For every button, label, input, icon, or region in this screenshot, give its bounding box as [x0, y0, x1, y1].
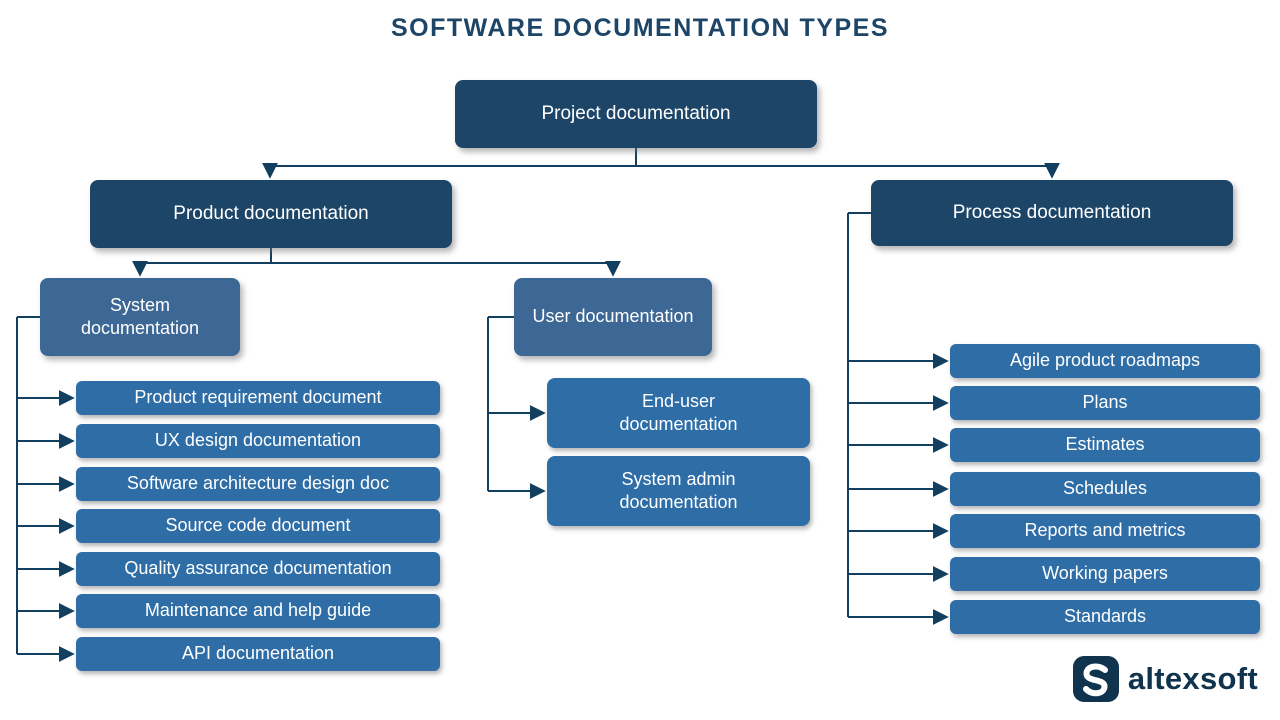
node-api-documentation: API documentation [76, 637, 440, 671]
node-product-requirement-document: Product requirement document [76, 381, 440, 415]
altexsoft-logo-icon [1072, 656, 1119, 702]
node-process-documentation: Process documentation [871, 180, 1233, 246]
node-product-documentation: Product documentation [90, 180, 452, 248]
node-source-code-document: Source code document [76, 509, 440, 543]
node-ux-design-documentation: UX design documentation [76, 424, 440, 458]
node-maintenance-and-help-guide: Maintenance and help guide [76, 594, 440, 628]
node-end-user-documentation: End-user documentation [547, 378, 810, 448]
node-system-documentation: System documentation [40, 278, 240, 356]
connector-process-to-children [847, 212, 949, 625]
node-user-documentation: User documentation [514, 278, 712, 356]
altexsoft-logo: altexsoft [1072, 656, 1258, 702]
connector-product-to-children [132, 248, 621, 277]
altexsoft-logo-text: altexsoft [1127, 661, 1258, 696]
connector-system-to-children [16, 316, 75, 662]
node-standards: Standards [950, 600, 1260, 634]
node-plans: Plans [950, 386, 1260, 420]
node-system-admin-documentation: System admin documentation [547, 456, 810, 526]
connector-project-to-children [262, 148, 1060, 179]
node-working-papers: Working papers [950, 557, 1260, 591]
node-agile-product-roadmaps: Agile product roadmaps [950, 344, 1260, 378]
node-software-architecture-design-doc: Software architecture design doc [76, 467, 440, 501]
node-quality-assurance-documentation: Quality assurance documentation [76, 552, 440, 586]
node-schedules: Schedules [950, 472, 1260, 506]
connector-user-to-children [487, 316, 546, 499]
diagram-title: SOFTWARE DOCUMENTATION TYPES [390, 14, 890, 42]
node-estimates: Estimates [950, 428, 1260, 462]
node-project-documentation: Project documentation [455, 80, 817, 148]
node-reports-and-metrics: Reports and metrics [950, 514, 1260, 548]
